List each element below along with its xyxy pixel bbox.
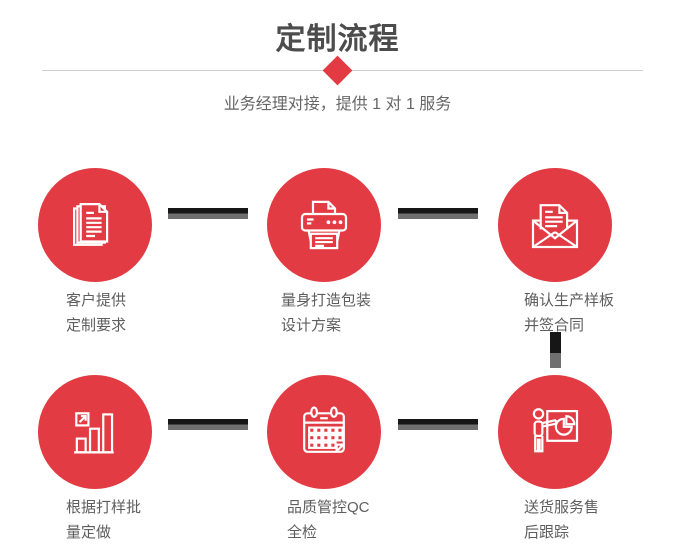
step-label-line: 送货服务售: [524, 499, 600, 516]
connector-step1-step2: [168, 208, 248, 219]
step-quality-control: 品质管控QC 全检: [267, 375, 381, 541]
step-label-line: 量身打造包装: [281, 292, 372, 309]
step-delivery-tracking: 送货服务售 后跟踪: [498, 375, 612, 541]
step-circle: [267, 375, 381, 489]
step-label-line: 客户提供: [66, 292, 127, 309]
diamond-accent-icon: [322, 55, 353, 86]
step-circle: [498, 375, 612, 489]
envelope-icon: [531, 204, 579, 249]
subtitle: 业务经理对接，提供 1 对 1 服务: [223, 96, 452, 113]
step-label: 确认生产样板 并签合同: [524, 288, 614, 338]
step-circle: [267, 168, 381, 282]
step-customer-requirements: 客户提供 定制要求: [38, 168, 152, 334]
printer-icon: [300, 200, 348, 250]
step-label: 量身打造包装 设计方案: [281, 288, 371, 338]
step-packaging-design: 量身打造包装 设计方案: [267, 168, 381, 334]
step-label-line: 定制要求: [66, 317, 127, 334]
presentation-icon: [532, 408, 579, 453]
step-label-line: 后跟踪: [524, 524, 570, 541]
page-title: 定制流程: [275, 23, 400, 56]
step-label-line: 并签合同: [524, 317, 585, 334]
documents-icon: [73, 203, 109, 246]
bar-chart-icon: [74, 412, 114, 454]
step-label-line: 全检: [287, 524, 318, 541]
step-label: 客户提供 定制要求: [66, 288, 126, 338]
connector-step2-step3: [398, 208, 478, 219]
step-circle: [498, 168, 612, 282]
step-batch-production: 根据打样批 量定做: [38, 375, 152, 541]
connector-step3-step6: [550, 332, 561, 368]
step-label-line: 品质管控QC: [287, 499, 370, 516]
step-label-line: 确认生产样板: [524, 292, 615, 309]
calendar-icon: [303, 406, 345, 453]
connector-step5-step6: [398, 419, 478, 430]
step-sample-confirmation: 确认生产样板 并签合同: [498, 168, 614, 334]
step-label: 根据打样批 量定做: [66, 495, 141, 545]
step-label: 品质管控QC 全检: [287, 495, 370, 545]
step-circle: [38, 375, 152, 489]
step-circle: [38, 168, 152, 282]
connector-step4-step5: [168, 419, 248, 430]
step-label: 送货服务售 后跟踪: [524, 495, 599, 545]
step-label-line: 设计方案: [281, 317, 342, 334]
step-label-line: 根据打样批: [66, 499, 142, 516]
step-label-line: 量定做: [66, 524, 112, 541]
